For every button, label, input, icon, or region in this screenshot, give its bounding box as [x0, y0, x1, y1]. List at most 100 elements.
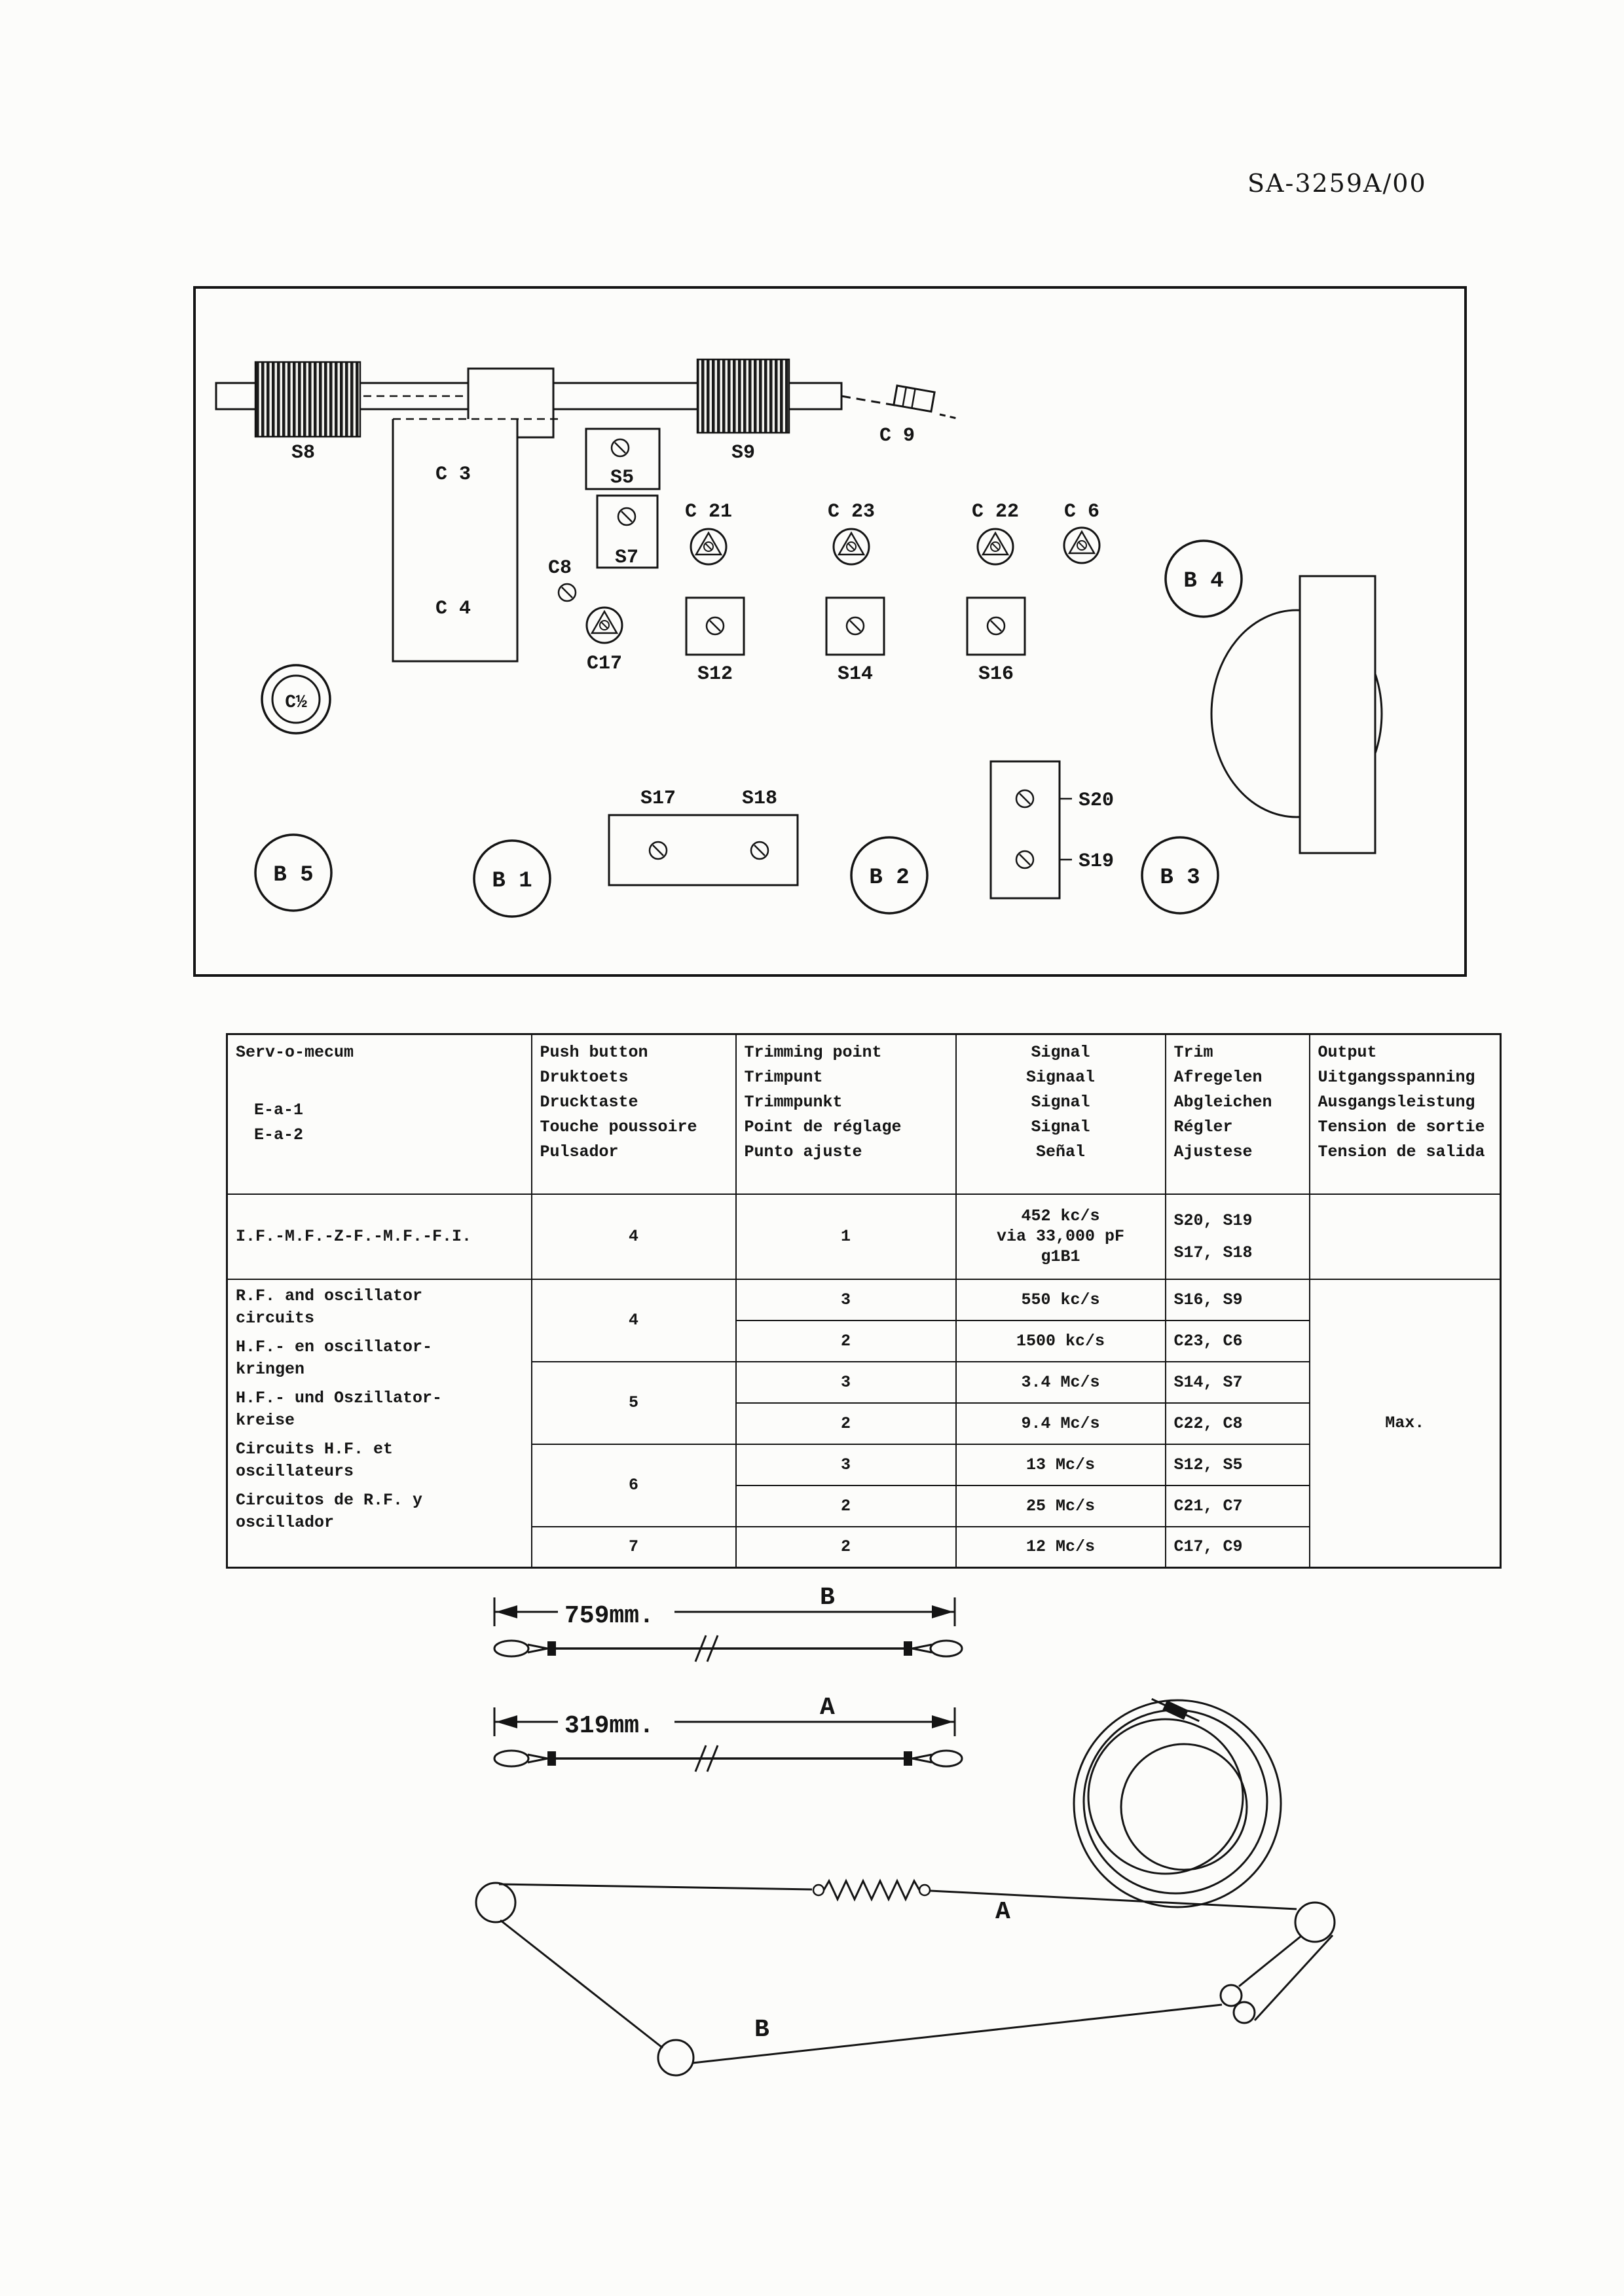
cell-line: 7	[628, 1537, 638, 1557]
cell-line: 2	[840, 1413, 851, 1433]
if-point-cell: 1	[735, 1193, 957, 1280]
dial-cord-diagram: 759mm. B 319mm. A	[475, 1584, 1336, 2077]
document-number: SA-3259A/00	[1247, 169, 1427, 198]
cell-line: Tension de sortie	[1318, 1118, 1485, 1137]
cell-line: I.F.-M.F.-Z-F.-M.F.-F.I.	[236, 1227, 472, 1246]
cell-line: 12 Mc/s	[1025, 1537, 1096, 1557]
cell-line: Trimpunt	[744, 1068, 823, 1087]
rf-signal-cell: 550 kc/s	[955, 1278, 1166, 1321]
cord-a-drawing	[493, 1745, 963, 1772]
label-s5: S5	[610, 467, 634, 489]
cell-line: oscillateurs	[236, 1461, 354, 1481]
label-b4: B 4	[1183, 569, 1223, 594]
cord-a-dimension: 319mm. A	[493, 1694, 956, 1740]
coil-s9: S9	[696, 358, 790, 464]
cell-line: circuits	[236, 1308, 315, 1328]
cell-line: S12, S5	[1173, 1455, 1243, 1474]
label-c21: C 21	[685, 501, 732, 523]
cord-b-length: 759mm.	[564, 1602, 654, 1630]
cell-line: 25 Mc/s	[1025, 1496, 1096, 1516]
cell-line: 1	[840, 1227, 851, 1246]
label-c23: C 23	[828, 501, 875, 523]
cell-line: via 33,000 pF	[996, 1227, 1125, 1246]
trimmer-c17: C17	[585, 606, 623, 675]
cell-line: Ajustese	[1173, 1142, 1253, 1161]
cell-line: Serv-o-mecum	[236, 1043, 354, 1062]
rf-signal-cell: 12 Mc/s	[955, 1525, 1166, 1569]
trim-box-s12: S12	[685, 596, 745, 685]
cell-line: H.F.- en oscillator-	[236, 1337, 433, 1357]
cell-line: H.F.- und Oszillator-	[236, 1388, 443, 1408]
rf-trim-cell: S14, S7	[1164, 1360, 1310, 1404]
header-push-button: Push button Druktoets Drucktaste Touche …	[530, 1033, 737, 1195]
cell-line: Drucktaste	[540, 1093, 638, 1112]
cell-line: Tension de salida	[1318, 1142, 1485, 1161]
cell-line: Pulsador	[540, 1142, 619, 1161]
trim-box-s7: S7	[596, 494, 659, 569]
rf-point-cell: 3	[735, 1443, 957, 1486]
valve-b5: B 5	[254, 833, 333, 912]
output-assembly	[1210, 575, 1383, 854]
path-label-a: A	[995, 1898, 1010, 1926]
cell-line: Régler	[1173, 1118, 1233, 1137]
cell-line: Uitgangsspanning	[1318, 1068, 1475, 1087]
cell-line: Abgleichen	[1173, 1093, 1272, 1112]
trimmer-c21: C 21	[685, 501, 732, 566]
cell-line: Punto ajuste	[744, 1142, 862, 1161]
trim-box-s5: S5	[585, 428, 661, 490]
rf-trim-cell: C17, C9	[1164, 1525, 1310, 1569]
label-s14: S14	[838, 663, 873, 685]
cell-line: Max.	[1385, 1413, 1425, 1433]
cell-line: 3	[840, 1455, 851, 1474]
cell-line: 3.4 Mc/s	[1021, 1372, 1100, 1392]
trimmer-c22: C 22	[972, 501, 1019, 566]
cell-line: C17, C9	[1173, 1537, 1243, 1557]
label-s19: S19	[1079, 850, 1114, 873]
cell-line: Afregelen	[1173, 1068, 1263, 1087]
label-c17: C17	[587, 653, 622, 675]
cell-line: 13 Mc/s	[1025, 1455, 1096, 1474]
if-output-cell	[1308, 1193, 1502, 1280]
trimmer-c6: C 6	[1063, 501, 1101, 564]
cell-line: R.F. and oscillator	[236, 1286, 423, 1305]
cord-coil	[1073, 1698, 1282, 1908]
cell-line: 550 kc/s	[1021, 1290, 1100, 1309]
cell-line: Signal	[1031, 1093, 1090, 1112]
label-b2: B 2	[869, 866, 909, 890]
cell-line: kringen	[236, 1359, 305, 1379]
trim-box-s17-s18: S17 S18	[608, 788, 799, 886]
valve-b1: B 1	[473, 839, 551, 918]
label-c22: C 22	[972, 501, 1019, 523]
rf-trim-cell: C21, C7	[1164, 1484, 1310, 1527]
label-c6: C 6	[1064, 501, 1099, 523]
label-b3: B 3	[1160, 866, 1200, 890]
rf-signal-cell: 25 Mc/s	[955, 1484, 1166, 1527]
cell-line: g1B1	[1041, 1247, 1080, 1266]
cell-line: Push button	[540, 1043, 648, 1062]
if-circuit-cell: I.F.-M.F.-Z-F.-M.F.-F.I.	[226, 1193, 532, 1280]
trim-box-s20-s19: S20 S19	[989, 760, 1114, 900]
cord-b-label: B	[820, 1584, 835, 1612]
cell-line: Signaal	[1025, 1068, 1096, 1087]
capacitor-c-half: C½	[261, 664, 331, 735]
board-outline	[193, 286, 1467, 977]
cell-line: kreise	[236, 1410, 295, 1430]
cell-line: C23, C6	[1173, 1331, 1243, 1351]
cell-line: 2	[840, 1331, 851, 1351]
tension-spring	[822, 1878, 921, 1902]
header-trimming-point: Trimming point Trimpunt Trimmpunkt Point…	[735, 1033, 957, 1195]
cell-line: 4	[628, 1227, 638, 1246]
label-s20: S20	[1079, 790, 1114, 812]
header-serv-o-mecum: Serv-o-mecum E-a-1 E-a-2	[226, 1033, 532, 1195]
rf-point-cell: 2	[735, 1525, 957, 1569]
rf-signal-cell: 3.4 Mc/s	[955, 1360, 1166, 1404]
cell-line: Trimmpunkt	[744, 1093, 843, 1112]
trimmer-c23: C 23	[828, 501, 875, 566]
rf-push-cell: 7	[530, 1525, 737, 1569]
if-trim-cell: S20, S19 S17, S18	[1164, 1193, 1310, 1280]
label-s8: S8	[291, 442, 315, 464]
cord-b-drawing	[493, 1635, 963, 1662]
chassis-layout-diagram: S8 S9 C 9 C 3 C 4	[193, 286, 1467, 977]
cell-line: Señal	[1035, 1142, 1085, 1161]
